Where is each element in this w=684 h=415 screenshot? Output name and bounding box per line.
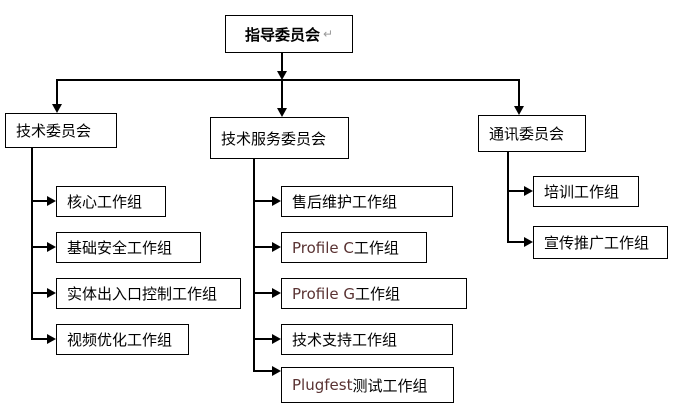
connector-trunk-middle xyxy=(253,159,255,372)
profile-g-workgroup-box: Profile G 工作组 xyxy=(281,278,467,309)
connector-branch-basic-security xyxy=(31,246,47,248)
arrowhead-entity-access-workgroup xyxy=(47,288,56,298)
tech-service-committee-box: 技术服务委员会 xyxy=(210,117,349,159)
paragraph-return-mark: ↵ xyxy=(322,27,334,41)
entity-access-control-workgroup-box: 实体出入口控制工作组 xyxy=(56,278,241,309)
tech-support-workgroup-box: 技术支持工作组 xyxy=(281,324,453,355)
entity-access-control-workgroup-label: 实体出入口控制工作组 xyxy=(67,285,218,303)
connector-branch-training xyxy=(507,190,524,192)
tech-committee-box: 技术委员会 xyxy=(5,113,117,148)
tech-committee-label: 技术委员会 xyxy=(16,122,92,140)
connector-drop-center xyxy=(281,81,283,110)
arrowhead-training-workgroup xyxy=(524,186,533,196)
publicity-promotion-workgroup-label: 宣传推广工作组 xyxy=(544,234,650,252)
basic-security-workgroup-box: 基础安全工作组 xyxy=(56,232,201,263)
arrowhead-video-optimization-workgroup xyxy=(47,334,56,344)
profile-c-workgroup-box: Profile C 工作组 xyxy=(281,232,427,263)
connector-drop-right xyxy=(518,81,520,108)
arrowhead-publicity-workgroup xyxy=(524,237,533,247)
connector-main-rail xyxy=(56,79,520,81)
steering-committee-label: 指导委员会 xyxy=(244,25,320,44)
arrowhead-profile-g-workgroup xyxy=(272,288,281,298)
arrowhead-root-to-rail xyxy=(277,71,287,80)
connector-drop-left xyxy=(56,81,58,106)
connector-trunk-right xyxy=(507,152,509,242)
connector-branch-profile-g xyxy=(253,292,272,294)
tech-support-workgroup-label: 技术支持工作组 xyxy=(292,331,398,349)
profile-c-latin-label: Profile C xyxy=(292,238,354,257)
after-sales-maintenance-workgroup-label: 售后维护工作组 xyxy=(292,193,398,211)
arrowhead-right-committee xyxy=(514,106,524,115)
connector-root-stub xyxy=(281,53,283,73)
arrowhead-basic-security-workgroup xyxy=(47,242,56,252)
plugfest-cn-label: 测试工作组 xyxy=(352,376,428,395)
arrowhead-profile-c-workgroup xyxy=(272,242,281,252)
training-workgroup-label: 培训工作组 xyxy=(544,183,620,201)
connector-branch-tech-support xyxy=(253,338,272,340)
arrowhead-after-sales-workgroup xyxy=(272,196,281,206)
connector-branch-after-sales xyxy=(253,200,272,202)
basic-security-workgroup-label: 基础安全工作组 xyxy=(67,239,173,257)
profile-g-latin-label: Profile G xyxy=(292,284,356,303)
arrowhead-left-committee xyxy=(52,104,62,113)
profile-c-cn-label: 工作组 xyxy=(353,239,399,257)
core-workgroup-label: 核心工作组 xyxy=(67,193,143,211)
comms-committee-label: 通讯委员会 xyxy=(489,125,565,143)
arrowhead-core-workgroup xyxy=(47,196,56,206)
core-workgroup-box: 核心工作组 xyxy=(56,186,166,217)
connector-branch-plugfest xyxy=(253,370,272,372)
arrowhead-center-committee xyxy=(277,108,287,117)
plugfest-latin-label: Plugfest xyxy=(292,376,353,394)
video-optimization-workgroup-box: 视频优化工作组 xyxy=(56,324,189,355)
profile-g-cn-label: 工作组 xyxy=(355,285,401,303)
comms-committee-box: 通讯委员会 xyxy=(478,115,586,152)
video-optimization-workgroup-label: 视频优化工作组 xyxy=(67,331,173,349)
connector-branch-entity-access xyxy=(31,292,47,294)
connector-branch-profile-c xyxy=(253,246,272,248)
tech-service-committee-label: 技术服务委员会 xyxy=(221,129,327,148)
connector-branch-core xyxy=(31,200,47,202)
connector-branch-video-optimization xyxy=(31,338,47,340)
after-sales-maintenance-workgroup-box: 售后维护工作组 xyxy=(281,186,453,217)
arrowhead-plugfest-workgroup xyxy=(272,366,281,376)
connector-trunk-left xyxy=(31,148,33,340)
connector-branch-publicity xyxy=(507,241,524,243)
plugfest-testing-workgroup-box: Plugfest 测试工作组 xyxy=(281,367,454,403)
training-workgroup-box: 培训工作组 xyxy=(533,176,639,207)
publicity-promotion-workgroup-box: 宣传推广工作组 xyxy=(533,226,668,259)
arrowhead-tech-support-workgroup xyxy=(272,334,281,344)
steering-committee-box: 指导委员会 ↵ xyxy=(225,15,353,53)
